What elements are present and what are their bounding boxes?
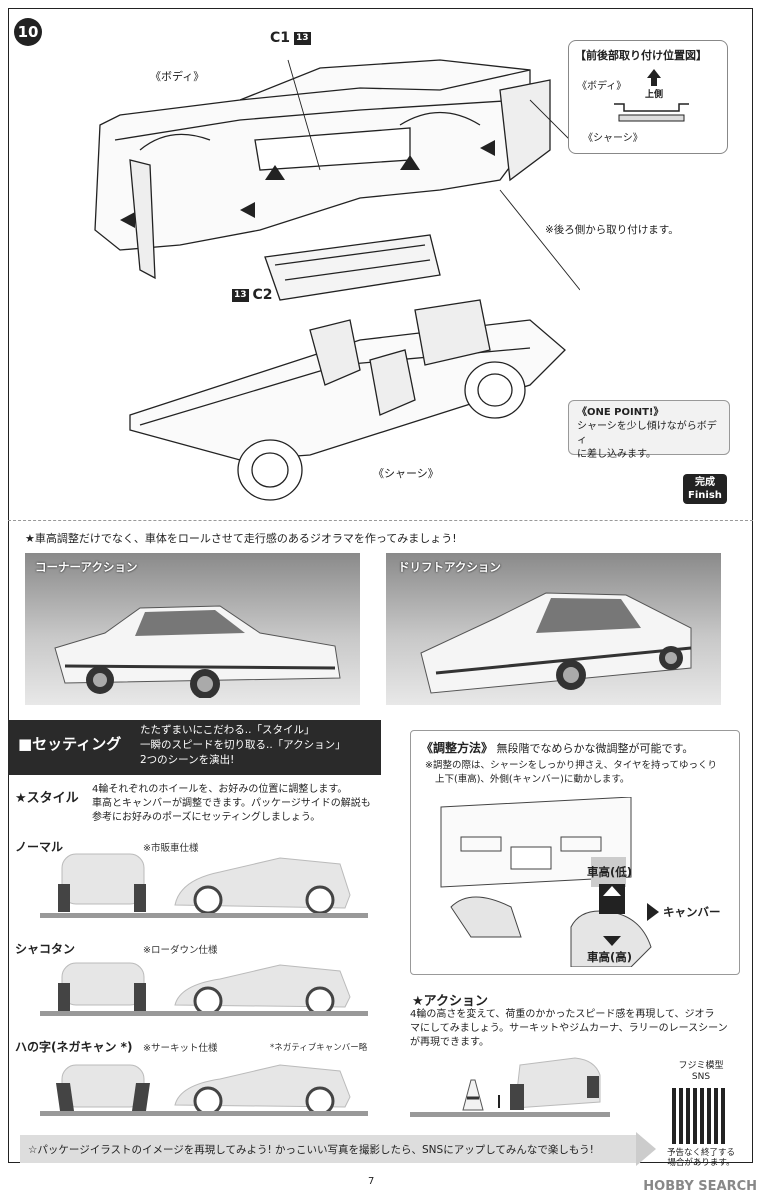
mounting-position-legend: 【前後部取り付け位置図】 《ボディ》 上側 《シャーシ》 [568, 40, 728, 154]
setting-description: たたずまいにこだわる..「スタイル」 一瞬のスピードを切り取る..「アクション」… [140, 723, 346, 768]
legend-chassis-label: 《シャーシ》 [583, 133, 643, 144]
assembly-illustration [94, 59, 580, 501]
ground-line [410, 1112, 610, 1117]
sns-label: フジミ模型 SNS [676, 1061, 726, 1083]
action-text-1: 4輪の高さを変えて、荷重のかかったスピード感を再現して、ジオラ [410, 1009, 715, 1020]
action-roll-diagram [462, 1057, 601, 1111]
adjust-title: 《調整方法》 [421, 741, 494, 755]
banner-arrow-icon [636, 1132, 656, 1166]
mode-normal-label: ノーマル [15, 840, 64, 854]
arrow-right-icon [647, 903, 659, 921]
rail-profile-diagram [614, 103, 689, 122]
ground-line [40, 1011, 368, 1016]
sns-title-2: SNS [691, 1072, 711, 1082]
bottom-banner: ☆パッケージイラストのイメージを再現してみよう! かっこいい写真を撮影したら、S… [20, 1135, 640, 1163]
mode-camber-label: ハの字(ネガキャン *) [15, 1040, 133, 1054]
arrow-down-icon [603, 936, 621, 946]
up-arrow-stem [651, 78, 657, 86]
sns-note-1: 予告なく終了する [666, 1148, 735, 1158]
sns-note-2: 場合があります。 [667, 1158, 735, 1168]
finish-en: Finish [688, 490, 722, 501]
diorama-note: ★車高調整だけでなく、車体をロールさせて走行感のあるジオラマを作ってみましょう! [25, 532, 457, 545]
drift-car-image [420, 592, 692, 694]
style-heading: ★スタイル [15, 791, 79, 806]
setting-banner: ■セッティング たたずまいにこだわる..「スタイル」 一瞬のスピードを切り取る.… [8, 720, 381, 775]
adjust-lead: 無段階でなめらかな微調整が可能です。 [496, 742, 694, 755]
ride-height-high-label: 車高(高) [587, 950, 633, 964]
part-c2-label: 13 C2 [232, 287, 273, 303]
mode-camber-footnote: *ネガティブキャンバー略 [270, 1043, 368, 1053]
mode-camber-note: ※サーキット仕様 [143, 1043, 218, 1054]
style-text-2: 車高とキャンバーが調整できます。パッケージサイドの解説も [92, 798, 371, 809]
adjust-note-2: 上下(車高)、外側(キャンバー)に動かします。 [435, 774, 630, 785]
legend-body-label: 《ボディ》 [577, 81, 627, 92]
rear-mount-note: ※後ろ側から取り付けます。 [545, 224, 679, 236]
setting-desc-3: 2つのシーンを演出! [140, 754, 235, 766]
style-text-1: 4輪それぞれのホイールを、お好みの位置に調整します。 [92, 784, 348, 795]
legend-title: 【前後部取り付け位置図】 [575, 49, 707, 62]
mode-normal-diagram [58, 853, 351, 915]
chassis-label: 《シャーシ》 [373, 467, 439, 480]
corner-car-image [54, 605, 341, 698]
camber-label: キャンバー [663, 905, 721, 919]
one-point-text-1: シャーシを少し傾けながらボディ [577, 421, 717, 446]
sns-title-1: フジミ模型 [678, 1061, 724, 1071]
style-description: 4輪それぞれのホイールを、お好みの位置に調整します。 車高とキャンバーが調整でき… [92, 783, 371, 825]
adjust-note: ※調整の際は、シャーシをしっかり押さえ、タイヤを持ってゆっくり 上下(車高)、外… [425, 759, 717, 787]
qr-code-icon[interactable] [672, 1088, 728, 1144]
adjust-hand-illustration [440, 797, 652, 967]
part-c1-label: C1 13 [270, 30, 311, 46]
ground-line [40, 1111, 368, 1116]
mode-shakotan-note: ※ローダウン仕様 [143, 945, 218, 956]
action-heading: ★アクション [412, 994, 489, 1009]
mode-camber-diagram [56, 1064, 351, 1115]
one-point-title: 《ONE POINT!》 [577, 407, 664, 418]
section-divider [8, 520, 753, 522]
body-label: 《ボディ》 [150, 70, 205, 83]
ride-height-low-label: 車高(低) [587, 865, 633, 879]
setting-desc-2: 一瞬のスピードを切り取る..「アクション」 [140, 739, 346, 751]
adjust-note-1: ※調整の際は、シャーシをしっかり押さえ、タイヤを持ってゆっくり [425, 760, 718, 771]
sns-disclaimer: 予告なく終了する 場合があります。 [666, 1148, 736, 1168]
adjust-header: 《調整方法》 無段階でなめらかな微調整が可能です。 [421, 739, 693, 756]
setting-desc-1: たたずまいにこだわる..「スタイル」 [140, 724, 315, 736]
mode-shakotan-diagram [58, 962, 351, 1015]
adjust-method-panel: 《調整方法》 無段階でなめらかな微調整が可能です。 ※調整の際は、シャーシをしっ… [410, 730, 740, 975]
page-number: 7 [368, 1176, 375, 1187]
finish-jp: 完成 [695, 477, 715, 488]
one-point-text-2: に差し込みます。 [577, 449, 656, 460]
style-text-3: 参考にお好みのポーズにセッティングしましょう。 [92, 812, 321, 823]
drift-action-title: ドリフトアクション [398, 560, 501, 574]
mode-shakotan-label: シャコタン [15, 942, 76, 956]
one-point-box: 《ONE POINT!》 シャーシを少し傾けながらボディ に差し込みます。 [568, 400, 730, 460]
arrow-up-icon [603, 886, 621, 896]
action-description: 4輪の高さを変えて、荷重のかかったスピード感を再現して、ジオラ マにしてみましょ… [410, 1008, 728, 1050]
part-c1-runner-number: 13 [294, 31, 311, 45]
watermark: HOBBY SEARCH [643, 1179, 757, 1194]
setting-title: ■セッティング [18, 735, 122, 753]
finish-badge: 完成 Finish [683, 474, 727, 504]
legend-up-label: 上側 [645, 90, 664, 100]
mode-normal-note: ※市販車仕様 [143, 843, 199, 854]
corner-action-title: コーナーアクション [35, 560, 138, 574]
part-c1-code: C1 [270, 30, 291, 46]
step-number-badge: 10 [14, 18, 42, 46]
action-text-3: が再現できます。 [410, 1037, 489, 1048]
up-arrow-icon [647, 69, 661, 78]
part-c2-code: C2 [252, 287, 273, 303]
drift-action-photo: ドリフトアクション [386, 553, 721, 705]
ground-line [40, 913, 368, 918]
part-c2-runner-number: 13 [232, 288, 249, 302]
action-text-2: マにしてみましょう。サーキットやジムカーナ、ラリーのレースシーン [410, 1023, 728, 1034]
corner-action-photo: コーナーアクション [25, 553, 360, 705]
